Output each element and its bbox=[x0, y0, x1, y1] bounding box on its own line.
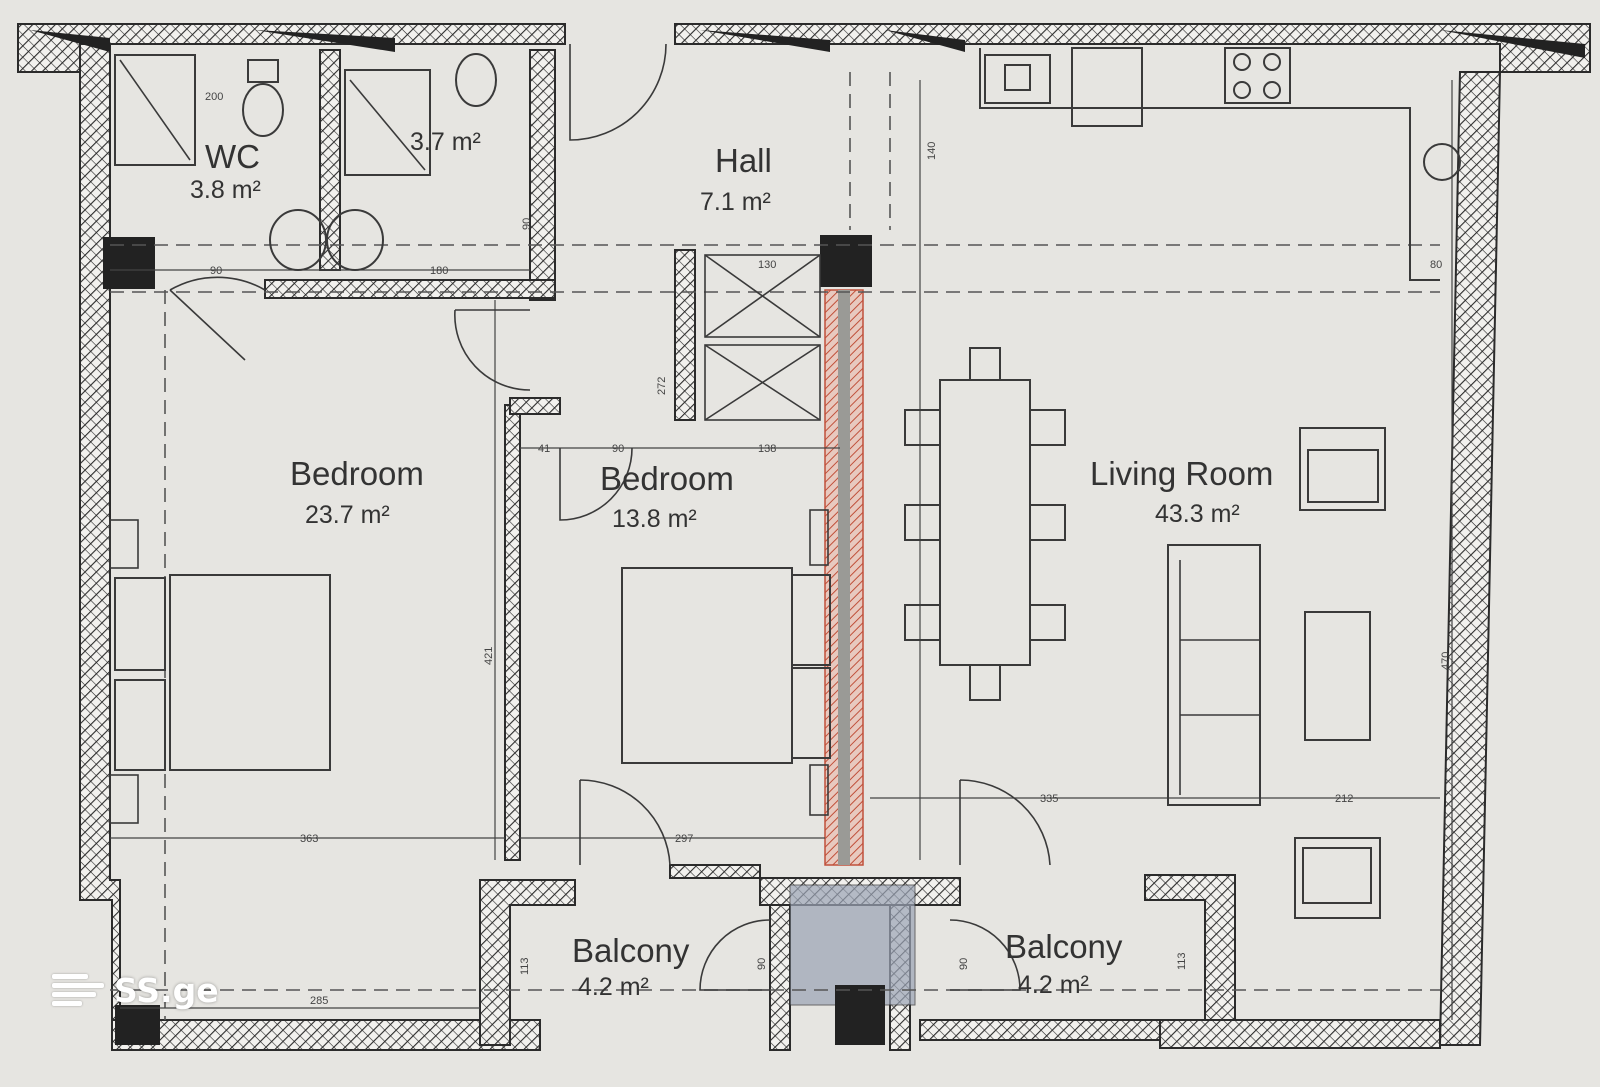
dim-label: 180 bbox=[430, 265, 448, 277]
dim-label: 200 bbox=[205, 91, 223, 103]
dim-label: 363 bbox=[300, 833, 318, 845]
hall-area: 7.1 m² bbox=[700, 188, 771, 216]
balcony1-area: 4.2 m² bbox=[578, 973, 649, 1001]
dim-label: 90 bbox=[958, 958, 970, 970]
dim-label: 138 bbox=[758, 443, 776, 455]
living-area: 43.3 m² bbox=[1155, 500, 1240, 528]
dim-label: 113 bbox=[519, 957, 531, 975]
dim-label: 80 bbox=[1430, 259, 1442, 271]
wc-area: 3.8 m² bbox=[190, 176, 261, 204]
dim-label: 113 bbox=[1176, 952, 1188, 970]
hall-name: Hall bbox=[715, 142, 772, 179]
dim-label: 140 bbox=[926, 142, 938, 160]
bedroom2-name: Bedroom bbox=[600, 460, 734, 497]
dim-label: 41 bbox=[538, 443, 550, 455]
dining-set bbox=[904, 347, 1066, 701]
dimension-lines bbox=[110, 80, 1453, 1020]
dimension-labels: 200 90 180 130 80 41 90 138 363 297 335 … bbox=[205, 91, 1452, 1007]
living-furniture bbox=[1167, 427, 1386, 919]
kitchen-counter bbox=[979, 47, 1461, 281]
dim-label: 421 bbox=[483, 647, 495, 665]
balcony2-area: 4.2 m² bbox=[1018, 971, 1089, 999]
balcony1-name: Balcony bbox=[572, 932, 690, 969]
dim-label: 335 bbox=[1040, 793, 1058, 805]
windows bbox=[30, 30, 1585, 58]
beds bbox=[109, 509, 831, 824]
dim-label: 212 bbox=[1335, 793, 1353, 805]
room-labels: WC 3.8 m² 3.7 m² Hall 7.1 m² Bedroom 23.… bbox=[190, 128, 1273, 1001]
dim-label: 90 bbox=[210, 265, 222, 277]
bath-area: 3.7 m² bbox=[410, 128, 481, 156]
dim-label: 90 bbox=[521, 218, 533, 230]
balcony2-name: Balcony bbox=[1005, 928, 1123, 965]
bedroom2-area: 13.8 m² bbox=[612, 505, 697, 533]
dim-label: 272 bbox=[656, 377, 668, 395]
dim-label: 470 bbox=[1440, 652, 1452, 670]
watermark-text: SS.ge bbox=[114, 970, 219, 1010]
bedroom1-area: 23.7 m² bbox=[305, 501, 390, 529]
dim-label: 285 bbox=[310, 995, 328, 1007]
watermark: SS.ge bbox=[52, 970, 219, 1010]
dim-label: 90 bbox=[612, 443, 624, 455]
closets bbox=[704, 254, 821, 421]
interior-walls bbox=[264, 49, 761, 879]
bedroom1-name: Bedroom bbox=[290, 455, 424, 492]
bathroom-fixtures bbox=[114, 53, 497, 271]
doors bbox=[169, 43, 1051, 991]
dim-label: 130 bbox=[758, 259, 776, 271]
living-name: Living Room bbox=[1090, 455, 1273, 492]
dim-label: 90 bbox=[756, 958, 768, 970]
logo-icon bbox=[52, 970, 104, 1010]
dim-label: 297 bbox=[675, 833, 693, 845]
wc-name: WC bbox=[205, 138, 260, 175]
